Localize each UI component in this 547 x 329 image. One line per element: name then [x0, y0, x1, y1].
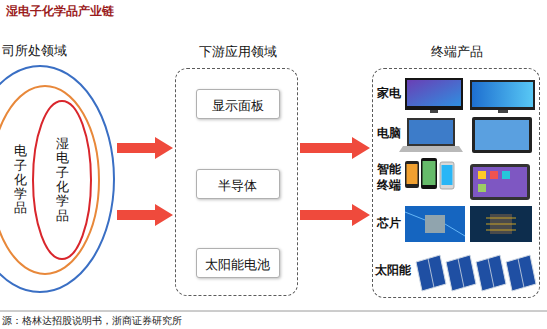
application-panel: 下游应用领域显示面板半导体太阳能电池	[175, 68, 298, 296]
smart-device-image	[405, 158, 530, 200]
flow-arrow	[300, 204, 370, 226]
product-label-holder: 芯片	[377, 216, 401, 232]
chip-image-part	[445, 224, 465, 236]
subcategory-label: 湿电子化学品	[56, 137, 69, 223]
source-caption-holder: 源：格林达招股说明书，浙商证券研究所	[2, 314, 182, 328]
product-label-holder: 智能 终端	[377, 162, 411, 193]
subcategory-ellipse-line	[33, 101, 91, 259]
flow-arrow	[300, 137, 370, 159]
chip-image-part	[486, 218, 516, 219]
domain-ellipse: 司所处领域电子化学品湿电子化学品	[0, 65, 115, 293]
product-label: 家电	[377, 86, 401, 102]
smart-device-image-part	[478, 171, 486, 179]
solar-panel-image-part	[476, 255, 506, 291]
smart-device-image-part	[502, 171, 510, 179]
chip-image-part	[425, 215, 445, 233]
chip-image	[405, 206, 532, 242]
tv-image	[405, 78, 535, 113]
chip-image-part	[405, 206, 465, 242]
panel-heading: 终端产品	[431, 43, 483, 61]
application-label-holder: 太阳能电池	[205, 254, 270, 274]
computer-image	[399, 117, 532, 153]
solar-panel-image-part	[458, 259, 464, 288]
footer-rule	[0, 311, 547, 312]
tv-image-part	[470, 80, 535, 110]
chart-title-holder: 湿电子化学品产业链	[6, 3, 114, 20]
chip-image-part	[486, 230, 516, 231]
computer-image-part	[475, 120, 529, 150]
tv-image-part	[472, 82, 533, 107]
category-ellipse: 电子化学品 湿电子化学品	[0, 85, 100, 275]
computer-image-part	[409, 120, 453, 144]
smart-device-image-part	[405, 161, 419, 188]
domain-heading-holder: 司所处领域	[2, 40, 67, 60]
solar-panel-image-part	[488, 259, 494, 288]
chart-title: 湿电子化学品产业链	[6, 3, 114, 20]
smart-device-image-part	[423, 161, 436, 185]
application-box: 太阳能电池	[196, 248, 280, 278]
subcategory-ellipse: 湿电子化学品	[32, 100, 92, 260]
product-label: 电脑	[377, 126, 401, 142]
application-label: 太阳能电池	[205, 256, 270, 274]
source-caption: 源：格林达招股说明书，浙商证券研究所	[2, 314, 182, 328]
application-label: 半导体	[218, 177, 257, 195]
smart-device-image-part	[470, 164, 530, 200]
category-ellipse-line	[0, 86, 99, 274]
flow-arrow	[117, 137, 173, 159]
application-label-holder: 显示面板	[212, 95, 264, 115]
smart-device-image-part	[440, 162, 454, 189]
tv-image-part	[430, 110, 438, 113]
smart-device-image-part	[442, 165, 453, 185]
subcategory-label-holder: 湿电子化学品	[56, 137, 69, 223]
solar-panel-image	[416, 255, 536, 291]
tv-image-part	[405, 78, 463, 110]
category-label-holder: 电子化学品	[14, 144, 27, 215]
product-label-holder: 太阳能	[375, 263, 411, 279]
computer-image-part	[399, 146, 463, 152]
smart-device-image-part	[407, 164, 418, 184]
application-box: 显示面板	[196, 89, 280, 119]
application-box: 半导体	[196, 169, 280, 199]
domain-heading: 司所处领域	[2, 42, 67, 60]
chip-image-part	[470, 206, 532, 242]
product-label: 智能 终端	[377, 162, 411, 193]
tv-image-part	[407, 80, 461, 106]
product-label: 芯片	[377, 216, 401, 232]
smart-device-image-part	[421, 158, 437, 189]
computer-image-part	[407, 118, 455, 146]
product-label-holder: 电脑	[377, 126, 401, 142]
chip-image-part	[486, 224, 516, 225]
tv-image-part	[498, 110, 508, 113]
chip-image-part	[405, 212, 425, 220]
application-label-holder: 半导体	[218, 175, 257, 195]
product-label: 太阳能	[375, 263, 411, 279]
solar-panel-image-part	[506, 255, 536, 291]
domain-ellipse-line	[0, 66, 114, 292]
computer-image-part	[472, 117, 532, 153]
solar-panel-image-part	[446, 255, 476, 291]
category-label: 电子化学品	[14, 144, 27, 215]
application-label: 显示面板	[212, 97, 264, 115]
panel-heading-holder: 下游应用领域	[199, 41, 277, 61]
flow-arrow	[117, 204, 173, 226]
smart-device-image-part	[473, 167, 527, 197]
solar-panel-image-part	[518, 259, 524, 288]
solar-panel-image-part	[428, 259, 434, 288]
smart-device-image-part	[478, 184, 486, 192]
panel-heading-holder: 终端产品	[431, 41, 483, 61]
smart-device-image-part	[490, 171, 498, 179]
product-label-holder: 家电	[377, 86, 401, 102]
panel-heading: 下游应用领域	[199, 43, 277, 61]
solar-panel-image-part	[416, 255, 446, 291]
